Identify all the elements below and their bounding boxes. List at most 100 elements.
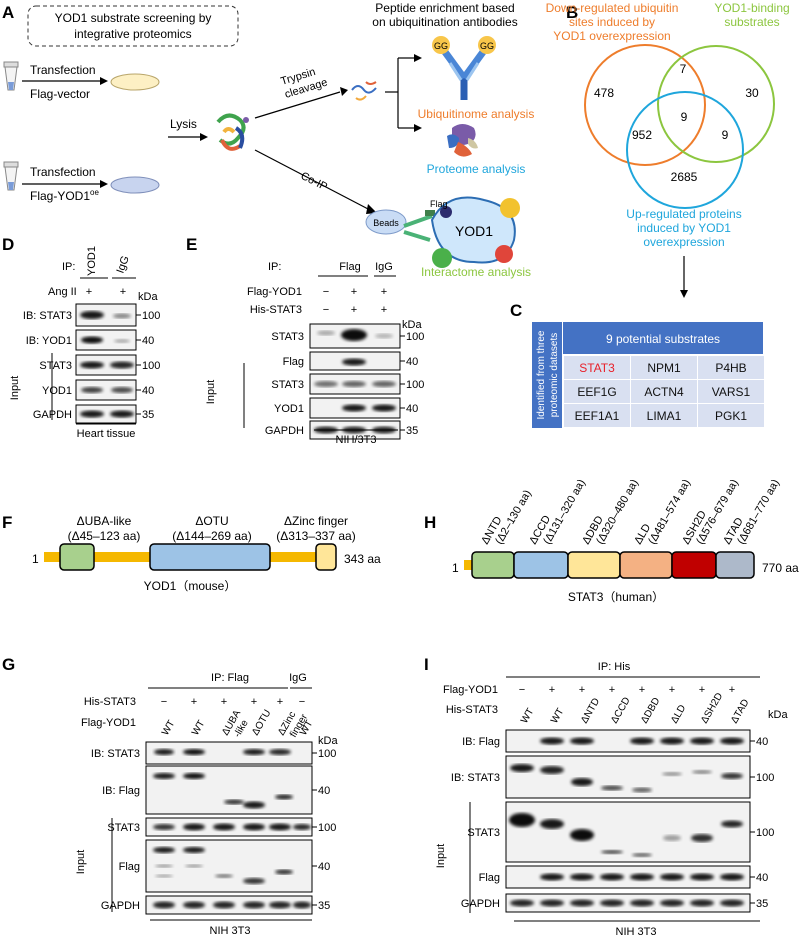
dish-icon — [110, 176, 160, 194]
blot-band — [600, 873, 624, 881]
screening-title-line2: integrative proteomics — [74, 27, 191, 41]
tube-icon — [3, 61, 19, 91]
orange-set-line2: sites induced by — [569, 15, 655, 29]
venn-circle-blue — [626, 91, 744, 209]
ip-flag-label: IP: Flag — [211, 672, 249, 684]
domain-range: (Δ144–269 aa) — [172, 529, 251, 543]
blot-band — [243, 878, 265, 884]
green-set-line1: YOD1-binding — [714, 1, 789, 15]
ip-label: IP: — [62, 261, 75, 273]
sign: + — [609, 684, 615, 696]
sign: + — [699, 684, 705, 696]
peptide-fragments-icon — [351, 81, 377, 101]
blot-row-label: Flag — [119, 861, 140, 873]
blot-band — [630, 873, 654, 881]
blot-band — [153, 901, 175, 909]
lane-label-igg: IgG — [115, 254, 132, 275]
blot-band — [155, 864, 173, 868]
substrate-name: P4HB — [715, 361, 746, 375]
blot-band — [269, 823, 291, 831]
beads-label: Beads — [373, 218, 399, 228]
blot-band — [570, 873, 594, 881]
input-label: Input — [75, 850, 87, 874]
blot-band — [570, 899, 594, 907]
blot-band — [690, 899, 714, 907]
blot-band — [183, 773, 205, 779]
sign: + — [669, 684, 675, 696]
blot-band — [720, 873, 744, 881]
domain-label: ΔOTU — [195, 514, 228, 528]
blot-band — [293, 824, 311, 830]
peptide-enrichment-line1: Peptide enrichment based — [375, 1, 514, 15]
venn-circle-orange — [584, 44, 706, 166]
panel-letter-i: I — [424, 655, 429, 674]
blot-band — [342, 358, 366, 366]
panel-b: Down-regulated ubiquitin sites induced b… — [546, 1, 790, 298]
blot-band — [372, 404, 396, 412]
mw-label: 35 — [406, 425, 418, 437]
blot-band — [540, 873, 564, 881]
sign: + — [191, 696, 197, 708]
blot-row-label: IB: Flag — [462, 736, 500, 748]
blot-band — [630, 737, 654, 745]
blot-band — [660, 873, 684, 881]
blot-row-label: IB: STAT3 — [451, 772, 500, 784]
blot-row-label: Flag — [283, 356, 304, 368]
table-cell — [564, 356, 630, 379]
blot-band — [662, 772, 682, 776]
kda-label: kDa — [318, 735, 338, 747]
blot-row-label: IB: YOD1 — [26, 335, 72, 347]
blot-band — [721, 773, 743, 779]
blot-band — [243, 823, 265, 831]
blot-band — [243, 901, 265, 909]
dish-icon — [110, 73, 160, 91]
venn-count: 30 — [745, 86, 759, 100]
sign: − — [161, 696, 167, 708]
blot-row-label: STAT3 — [39, 360, 72, 372]
blot-band — [114, 339, 130, 343]
blot-band — [183, 847, 205, 853]
domain-range: (Δ681–770 aa) — [735, 477, 782, 546]
protein-lysate-icon — [216, 113, 249, 151]
blot-band — [269, 749, 291, 755]
sign: − — [299, 696, 305, 708]
mw-label: 40 — [756, 736, 768, 748]
sign: + — [86, 286, 92, 298]
mw-label: 40 — [142, 335, 154, 347]
yod1-oe-label: Flag-YOD1oe — [30, 188, 99, 203]
blot-band — [243, 749, 265, 755]
ip-flag-label: Flag — [339, 261, 360, 273]
stat3-domain — [567, 551, 621, 579]
start-residue: 1 — [32, 552, 39, 566]
mw-label: 100 — [318, 822, 336, 834]
blot-band — [632, 787, 652, 793]
cond-label: Flag-YOD1 — [443, 684, 498, 696]
blot-band — [540, 819, 564, 829]
table-cell — [631, 380, 697, 403]
panel-letter-h: H — [424, 513, 436, 532]
substrate-name: ACTN4 — [644, 385, 684, 399]
mw-label: 40 — [756, 872, 768, 884]
stat3-domain — [671, 551, 717, 579]
input-label: Input — [9, 376, 21, 400]
table-cell — [698, 404, 764, 427]
table-header — [563, 322, 763, 354]
proteome-icon — [447, 124, 478, 157]
cond-label: Flag-YOD1 — [81, 717, 136, 729]
blot-band — [153, 773, 175, 779]
blot-band — [600, 899, 624, 907]
blot-band — [540, 766, 564, 774]
blot-row-label: YOD1 — [274, 403, 304, 415]
blot-band — [154, 749, 174, 755]
blot-band — [660, 899, 684, 907]
blot-band — [80, 311, 104, 319]
sign: + — [251, 696, 257, 708]
mw-label: 100 — [406, 379, 424, 391]
table-cell — [631, 404, 697, 427]
blue-set-line3: overexpression — [643, 235, 724, 249]
green-set-line2: substrates — [724, 15, 779, 29]
blot-band — [690, 873, 714, 881]
